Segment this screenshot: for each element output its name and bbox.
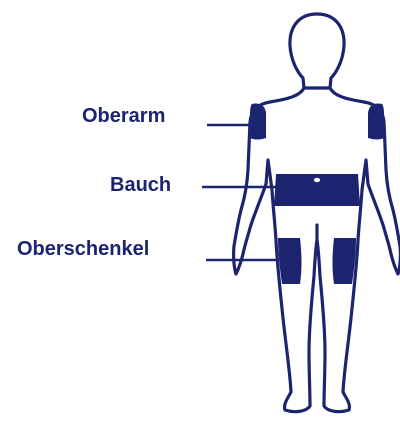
thigh-label: Oberschenkel xyxy=(17,238,149,260)
thigh-zone-right xyxy=(333,238,357,284)
upper-arm-zone-left xyxy=(250,103,266,139)
abdomen-label: Bauch xyxy=(110,174,171,196)
head-outline xyxy=(290,14,344,88)
navel-dot xyxy=(314,178,320,182)
upper-arm-label: Oberarm xyxy=(82,105,165,127)
upper-arm-zone-right xyxy=(368,103,384,139)
thigh-zone-left xyxy=(278,238,302,284)
